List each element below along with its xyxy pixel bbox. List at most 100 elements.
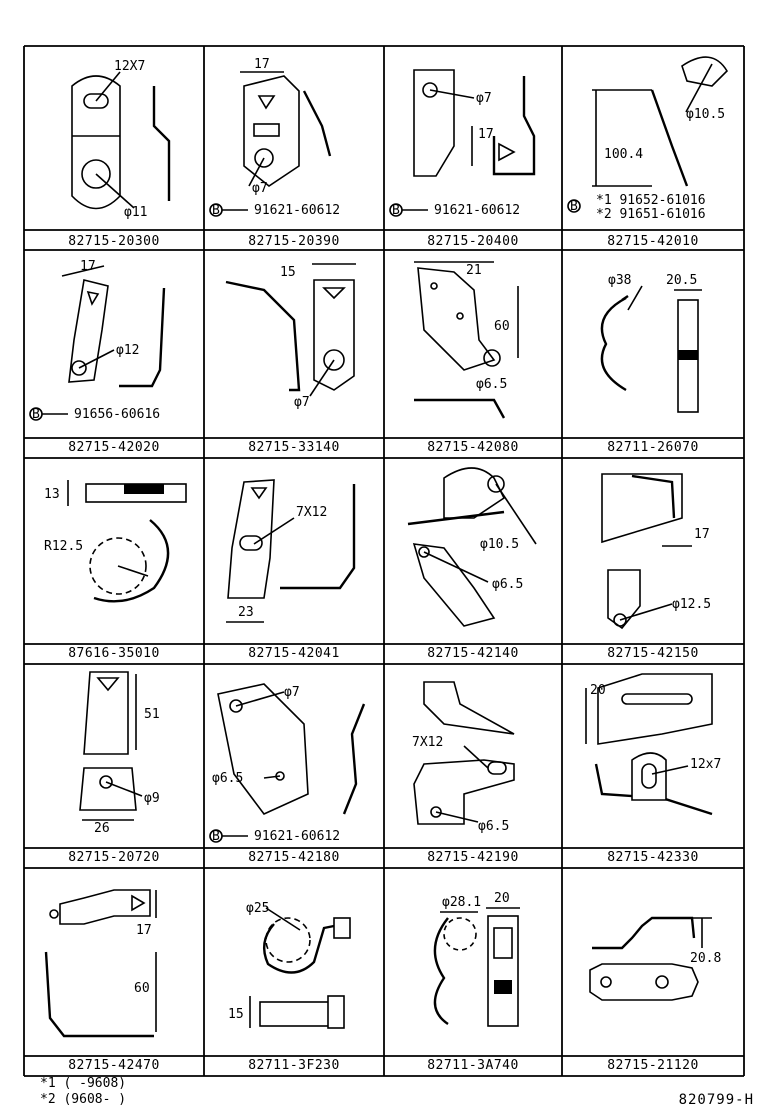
dimension-labels: φ10.5 100.4 B *1 91652-61016 *2 91651-61… bbox=[570, 107, 725, 222]
dimension-labels: 17 φ12.5 bbox=[672, 527, 711, 612]
part-number: 82715-42180 bbox=[248, 850, 340, 865]
bolt-marker: B bbox=[212, 829, 220, 844]
dim-label: 7X12 bbox=[296, 505, 327, 520]
dimension-labels: φ25 15 bbox=[228, 901, 269, 1022]
part-number: 82715-20390 bbox=[248, 234, 340, 249]
part-number: 82715-42041 bbox=[248, 646, 340, 661]
dim-label: 15 bbox=[280, 265, 296, 280]
dimension-labels: φ10.5 φ6.5 bbox=[480, 537, 523, 592]
dim-label: φ12 bbox=[116, 343, 139, 358]
bolt-part-number: *2 91651-61016 bbox=[596, 207, 706, 222]
dim-label: 26 bbox=[94, 821, 110, 836]
footnote-1: *1 ( -9608) bbox=[40, 1076, 126, 1092]
part-drawing bbox=[407, 467, 537, 627]
dimension-labels: 20.8 bbox=[690, 951, 721, 966]
dimension-labels: φ7 φ6.5 B 91621-60612 bbox=[212, 685, 340, 844]
dim-label: 20.8 bbox=[690, 951, 721, 966]
bolt-marker: B bbox=[212, 203, 220, 218]
part-drawing bbox=[209, 683, 366, 843]
bolt-part-number: 91621-60612 bbox=[254, 203, 340, 218]
cell-82715-42150: 17 φ12.5 82715-42150 bbox=[562, 458, 744, 664]
footnotes: *1 ( -9608) *2 (9608- ) bbox=[40, 1076, 126, 1108]
cell-82711-3A740: φ28.1 20 82711-3A740 bbox=[384, 868, 562, 1076]
part-drawing bbox=[601, 473, 692, 630]
dim-label: 20.5 bbox=[666, 273, 697, 288]
cell-82715-42020: 17 φ12 B 91656-60616 82715-42020 bbox=[24, 250, 204, 458]
cell-82715-33140: 15 φ7 82715-33140 bbox=[204, 250, 384, 458]
dimension-labels: φ38 20.5 bbox=[608, 273, 697, 288]
part-drawing bbox=[600, 285, 702, 413]
cell-87616-35010: 13 R12.5 87616-35010 bbox=[24, 458, 204, 664]
part-drawing bbox=[389, 69, 536, 217]
dim-label: 12x7 bbox=[690, 757, 721, 772]
part-drawing bbox=[414, 261, 519, 419]
dim-label: 60 bbox=[134, 981, 150, 996]
dim-label: R12.5 bbox=[44, 539, 83, 554]
dim-label: φ7 bbox=[252, 181, 268, 196]
part-drawing bbox=[79, 671, 143, 821]
cell-82715-20300: 12X7 φ11 82715-20300 bbox=[24, 46, 204, 250]
cell-82711-26070: φ38 20.5 82711-26070 bbox=[562, 250, 744, 458]
part-drawing bbox=[567, 56, 729, 213]
part-number: 82711-3F230 bbox=[248, 1058, 340, 1073]
part-drawing bbox=[44, 889, 157, 1038]
dim-label: φ6.5 bbox=[492, 577, 523, 592]
part-drawing bbox=[225, 263, 356, 397]
part-drawing bbox=[589, 916, 712, 1001]
dim-label: φ10.5 bbox=[480, 537, 519, 552]
bolt-marker: B bbox=[392, 203, 400, 218]
part-drawing bbox=[71, 71, 171, 210]
dim-label: 17 bbox=[694, 527, 710, 542]
part-number: 82715-42150 bbox=[607, 646, 699, 661]
footnote-range: (9608- ) bbox=[63, 1092, 127, 1107]
part-number: 87616-35010 bbox=[68, 646, 160, 661]
dimension-labels: 21 60 φ6.5 bbox=[466, 263, 510, 392]
part-number: 82715-42330 bbox=[607, 850, 699, 865]
part-drawing bbox=[29, 265, 166, 421]
dim-label: 17 bbox=[80, 259, 96, 274]
dim-label: φ25 bbox=[246, 901, 269, 916]
dim-label: 23 bbox=[238, 605, 254, 620]
dim-label: 17 bbox=[254, 57, 270, 72]
part-drawing bbox=[433, 907, 520, 1027]
part-number: 82715-20400 bbox=[427, 234, 519, 249]
part-drawing bbox=[67, 480, 187, 603]
part-number: 82715-42010 bbox=[607, 234, 699, 249]
dimension-labels: 17 φ7 B 91621-60612 bbox=[212, 57, 340, 218]
dim-label: φ11 bbox=[124, 205, 147, 220]
dim-label: φ9 bbox=[144, 791, 160, 806]
dimension-labels: 7X12 23 bbox=[238, 505, 327, 620]
dim-label: 13 bbox=[44, 487, 60, 502]
part-drawing bbox=[413, 681, 515, 825]
dimension-labels: 12X7 φ11 bbox=[114, 59, 147, 220]
document-id: 820799-H bbox=[678, 1092, 754, 1108]
cell-82715-20400: φ7 17 B 91621-60612 82715-20400 bbox=[384, 46, 562, 250]
dim-label: 51 bbox=[144, 707, 160, 722]
footnote-mark: *1 bbox=[40, 1076, 56, 1091]
part-drawing bbox=[585, 673, 713, 816]
dim-label: φ7 bbox=[294, 395, 310, 410]
dim-label: φ12.5 bbox=[672, 597, 711, 612]
cell-82715-42190: 7X12 φ6.5 82715-42190 bbox=[384, 664, 562, 868]
cell-82711-3F230: φ25 15 82711-3F230 bbox=[204, 868, 384, 1076]
dim-label: 7X12 bbox=[412, 735, 443, 750]
part-number: 82711-3A740 bbox=[427, 1058, 519, 1073]
cell-82715-42041: 7X12 23 82715-42041 bbox=[204, 458, 384, 664]
dim-label: φ6.5 bbox=[476, 377, 507, 392]
bolt-part-number: 91621-60612 bbox=[434, 203, 520, 218]
dim-label: φ38 bbox=[608, 273, 631, 288]
dim-label: 100.4 bbox=[604, 147, 643, 162]
dim-label: 20 bbox=[590, 683, 606, 698]
part-drawing bbox=[249, 907, 351, 1029]
part-number: 82715-42140 bbox=[427, 646, 519, 661]
dim-label: 12X7 bbox=[114, 59, 145, 74]
dim-label: 21 bbox=[466, 263, 482, 278]
part-number: 82715-20300 bbox=[68, 234, 160, 249]
bolt-marker: B bbox=[570, 199, 578, 214]
dimension-labels: φ7 17 B 91621-60612 bbox=[392, 91, 520, 218]
part-drawing bbox=[226, 479, 356, 623]
dimension-labels: 13 R12.5 bbox=[44, 487, 83, 554]
part-number: 82715-21120 bbox=[607, 1058, 699, 1073]
